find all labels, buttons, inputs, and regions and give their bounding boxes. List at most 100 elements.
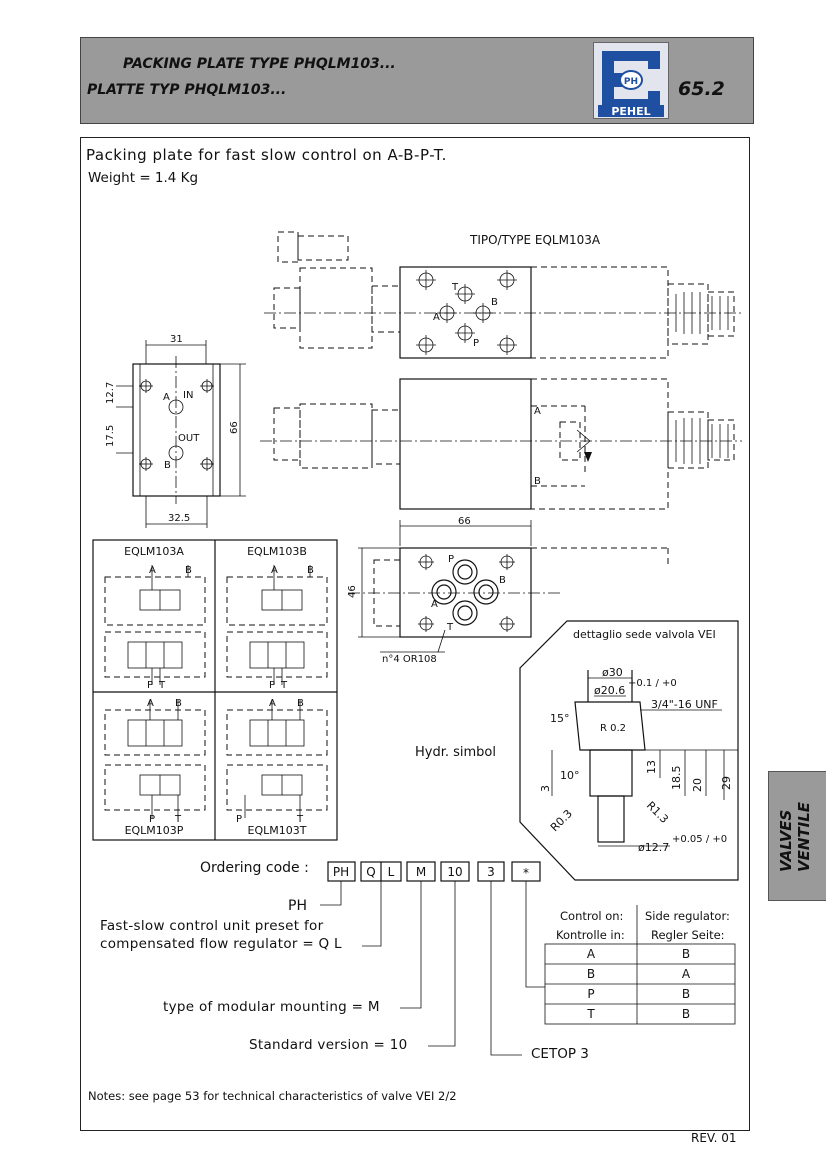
legend-cetop: CETOP 3 bbox=[531, 1046, 589, 1062]
svg-text:A: A bbox=[269, 698, 276, 709]
svg-text:R 0.2: R 0.2 bbox=[600, 723, 626, 734]
svg-text:13: 13 bbox=[645, 760, 658, 774]
svg-text:B: B bbox=[534, 476, 541, 487]
code-q: Q bbox=[366, 865, 375, 879]
svg-text:46: 46 bbox=[347, 585, 358, 598]
svg-text:IN: IN bbox=[183, 390, 193, 401]
svg-text:A: A bbox=[534, 406, 541, 417]
svg-text:66: 66 bbox=[458, 516, 471, 527]
svg-text:66: 66 bbox=[229, 421, 240, 434]
revision: REV. 01 bbox=[691, 1131, 737, 1145]
svg-text:T: T bbox=[174, 814, 182, 825]
legend-m: type of modular mounting = M bbox=[163, 999, 380, 1015]
svg-text:ø30: ø30 bbox=[602, 666, 623, 679]
svg-text:ø12.7: ø12.7 bbox=[638, 841, 669, 854]
svg-text:A: A bbox=[163, 392, 170, 403]
legend-ph: PH bbox=[288, 898, 307, 914]
ordering-label: Ordering code : bbox=[200, 860, 309, 876]
legend-10: Standard version = 10 bbox=[249, 1037, 408, 1053]
svg-text:20: 20 bbox=[691, 778, 704, 792]
code-ph: PH bbox=[333, 865, 349, 879]
code-10: 10 bbox=[447, 865, 462, 879]
svg-text:T: T bbox=[451, 282, 459, 293]
svg-text:T: T bbox=[280, 680, 288, 691]
svg-text:OUT: OUT bbox=[178, 433, 200, 444]
table-cell: B bbox=[681, 987, 691, 1001]
code-star: * bbox=[523, 866, 529, 880]
schematic-t-title: EQLM103T bbox=[248, 824, 307, 837]
content-frame bbox=[80, 137, 750, 1131]
legend-ql-line2: compensated flow regulator = Q L bbox=[100, 936, 342, 952]
table-header-control: Control on: bbox=[560, 909, 624, 923]
table-cell: P bbox=[587, 987, 595, 1001]
svg-text:32.5: 32.5 bbox=[168, 513, 190, 524]
table-header-control-de: Kontrolle in: bbox=[556, 928, 625, 942]
svg-text:A: A bbox=[271, 565, 278, 576]
side-tab-valves: VALVES bbox=[777, 809, 795, 872]
svg-text:B: B bbox=[499, 575, 506, 586]
svg-text:18.5: 18.5 bbox=[670, 766, 683, 791]
detail-title: dettaglio sede valvola VEI bbox=[573, 628, 716, 641]
logo-mark: PH bbox=[624, 77, 638, 87]
description: Packing plate for fast slow control on A… bbox=[86, 146, 447, 164]
legend-ql-line1: Fast-slow control unit preset for bbox=[100, 918, 324, 934]
table-header-side-de: Regler Seite: bbox=[651, 928, 725, 942]
weight: Weight = 1.4 Kg bbox=[88, 170, 199, 186]
code-3: 3 bbox=[487, 865, 495, 879]
svg-text:P: P bbox=[149, 814, 155, 825]
notes: Notes: see page 53 for technical charact… bbox=[88, 1089, 457, 1103]
svg-text:+0.1 / +0: +0.1 / +0 bbox=[628, 678, 677, 689]
svg-text:P: P bbox=[473, 338, 479, 349]
svg-text:A: A bbox=[147, 698, 154, 709]
svg-text:A: A bbox=[433, 312, 440, 323]
svg-text:3: 3 bbox=[539, 785, 552, 792]
type-label: TIPO/TYPE EQLM103A bbox=[469, 233, 601, 247]
svg-text:P: P bbox=[236, 814, 242, 825]
svg-text:+0.05 / +0: +0.05 / +0 bbox=[672, 834, 727, 845]
svg-text:T: T bbox=[158, 680, 166, 691]
svg-text:B: B bbox=[307, 565, 314, 576]
svg-text:10°: 10° bbox=[560, 769, 580, 782]
side-tab-ventile: VENTILE bbox=[795, 801, 813, 872]
svg-text:A: A bbox=[431, 599, 438, 610]
table-cell: B bbox=[681, 947, 691, 961]
svg-text:ø20.6: ø20.6 bbox=[594, 684, 625, 697]
hydr-symbol-label: Hydr. simbol bbox=[415, 745, 496, 760]
logo-text: PEHEL bbox=[611, 105, 650, 118]
svg-text:P: P bbox=[147, 680, 153, 691]
header-title-en: PACKING PLATE TYPE PHQLM103... bbox=[123, 56, 396, 72]
svg-text:P: P bbox=[269, 680, 275, 691]
section-tab[interactable]: VALVES VENTILE bbox=[768, 771, 826, 901]
table-cell: A bbox=[681, 967, 691, 981]
schematic-b-title: EQLM103B bbox=[247, 545, 307, 558]
dim-31: 31 bbox=[170, 334, 183, 345]
svg-text:T: T bbox=[296, 814, 304, 825]
code-m: M bbox=[416, 865, 426, 879]
pehel-logo: PH PEHEL bbox=[593, 42, 669, 119]
table-cell: B bbox=[586, 967, 596, 981]
oring-note: n°4 OR108 bbox=[382, 654, 437, 665]
svg-text:P: P bbox=[448, 554, 454, 565]
header-title-de: PLATTE TYP PHQLM103... bbox=[87, 82, 287, 98]
svg-text:15°: 15° bbox=[550, 712, 570, 725]
svg-text:B: B bbox=[185, 565, 192, 576]
svg-text:A: A bbox=[149, 565, 156, 576]
schematic-p-title: EQLM103P bbox=[125, 824, 184, 837]
page-number: 65.2 bbox=[678, 78, 725, 100]
code-l: L bbox=[388, 865, 395, 879]
svg-text:29: 29 bbox=[720, 776, 733, 790]
table-header-side: Side regulator: bbox=[645, 909, 730, 923]
page-header: PACKING PLATE TYPE PHQLM103... PLATTE TY… bbox=[80, 37, 754, 124]
svg-text:3/4"-16 UNF: 3/4"-16 UNF bbox=[651, 698, 718, 711]
table-cell: B bbox=[681, 1007, 691, 1021]
svg-text:17.5: 17.5 bbox=[105, 425, 116, 447]
svg-text:12.7: 12.7 bbox=[105, 382, 116, 404]
svg-text:T: T bbox=[446, 622, 454, 633]
svg-text:R1.3: R1.3 bbox=[644, 799, 671, 826]
svg-text:R0.3: R0.3 bbox=[548, 807, 575, 834]
svg-text:B: B bbox=[164, 460, 171, 471]
table-cell: T bbox=[587, 1007, 595, 1021]
svg-text:B: B bbox=[175, 698, 182, 709]
schematic-a-title: EQLM103A bbox=[124, 545, 184, 558]
table-cell: A bbox=[586, 947, 596, 961]
